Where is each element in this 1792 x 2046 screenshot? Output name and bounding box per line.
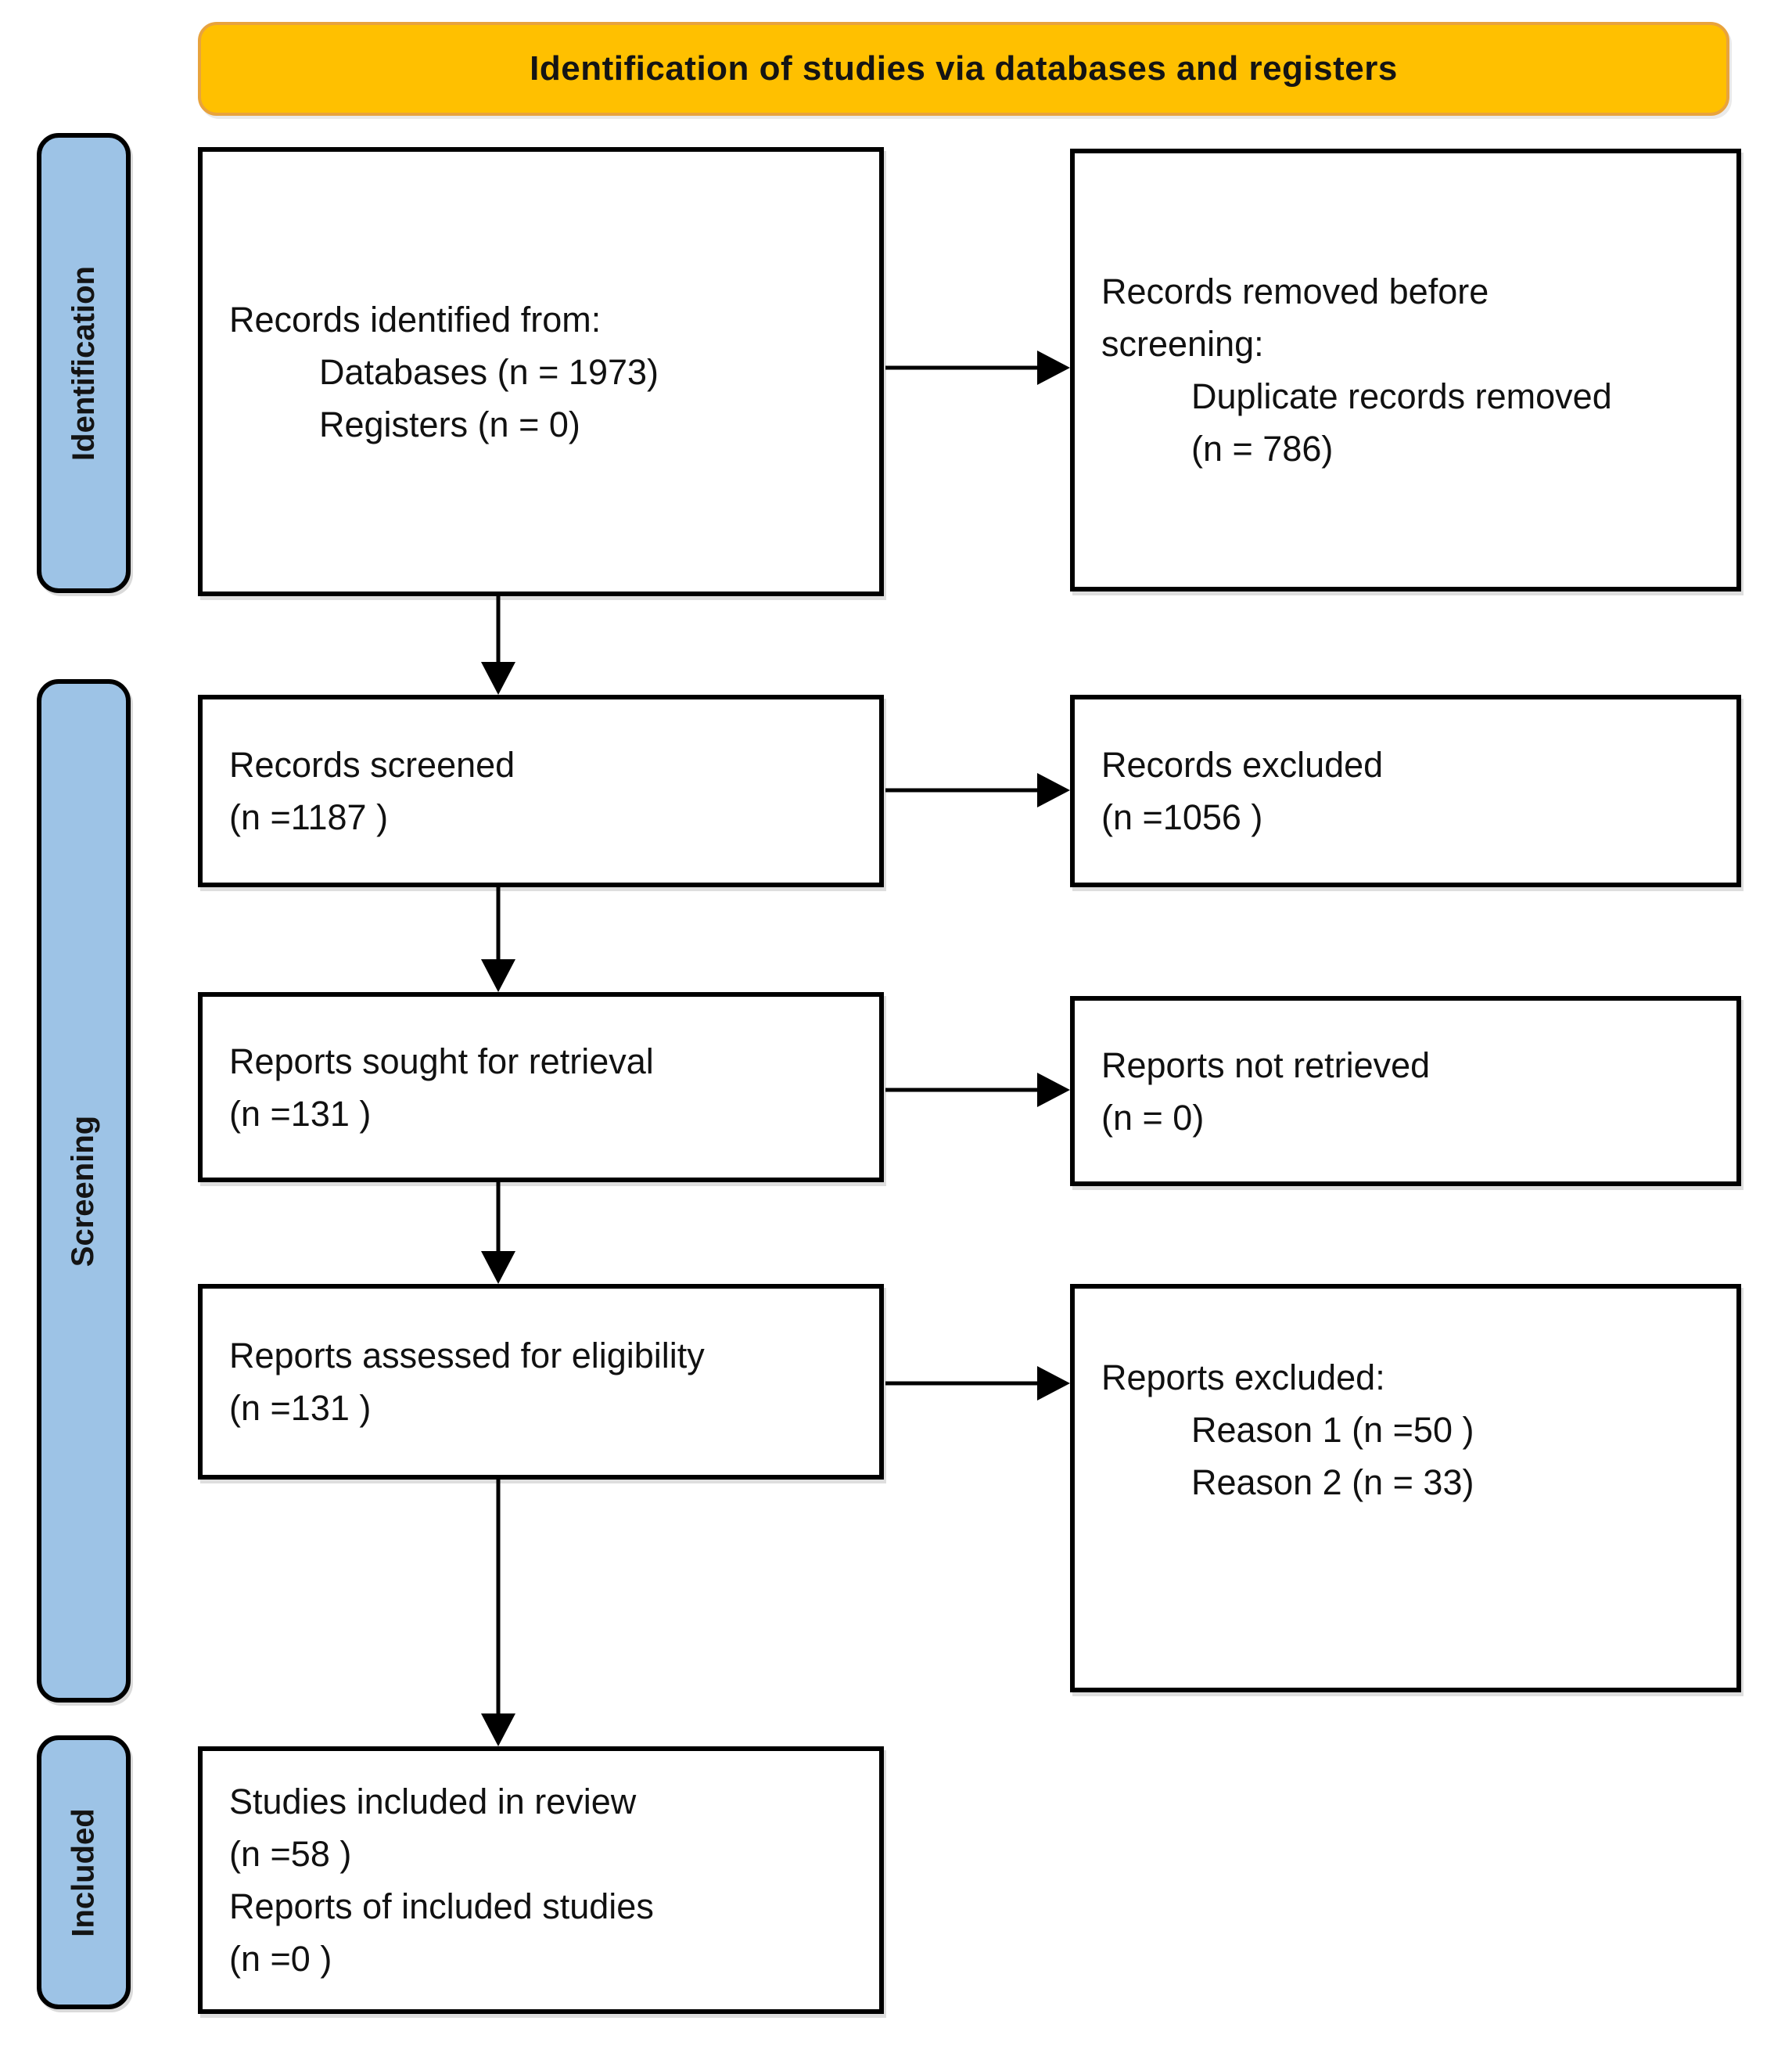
diagram-title: Identification of studies via databases … xyxy=(530,49,1398,88)
arrow-shaft xyxy=(496,1480,501,1718)
arrow-shaft xyxy=(885,1381,1042,1386)
records-removed-box: Records removed before screening: Duplic… xyxy=(1070,149,1741,592)
reports-assessed-box: Reports assessed for eligibility (n =131… xyxy=(198,1284,884,1480)
records-excluded-box: Records excluded (n =1056 ) xyxy=(1070,695,1741,887)
box-text-line: (n =131 ) xyxy=(229,1388,372,1428)
box-text-line: Registers (n = 0) xyxy=(319,404,580,444)
box-text-line: Studies included in review xyxy=(229,1782,637,1821)
reports-excluded-box: Reports excluded: Reason 1 (n =50 ) Reas… xyxy=(1070,1284,1741,1692)
arrow-right-identified-to-removed xyxy=(885,351,1070,385)
box-text-line: Reports excluded: xyxy=(1101,1357,1385,1397)
studies-included-box: Studies included in review (n =58 ) Repo… xyxy=(198,1746,884,2014)
box-text-line: (n =1056 ) xyxy=(1101,797,1263,837)
box-text-line: Reports sought for retrieval xyxy=(229,1041,654,1081)
box-text-line: Records removed before xyxy=(1101,271,1489,311)
box-text-line: (n =131 ) xyxy=(229,1093,372,1134)
box-text-line: Records excluded xyxy=(1101,745,1384,785)
arrow-head-icon xyxy=(1037,773,1070,807)
box-text-line: Reports of included studies xyxy=(229,1886,654,1926)
arrow-shaft xyxy=(885,365,1042,370)
box-text-line: screening: xyxy=(1101,324,1264,364)
records-identified-box: Records identified from: Databases (n = … xyxy=(198,147,884,596)
arrow-right-assessed-to-reports-excluded xyxy=(885,1366,1070,1401)
stage-included: Included xyxy=(37,1735,131,2009)
arrow-head-icon xyxy=(481,1251,515,1284)
box-text-line: Records screened xyxy=(229,745,515,785)
box-text-line: Databases (n = 1973) xyxy=(319,351,659,392)
arrow-down-identified-to-screened xyxy=(481,596,515,695)
arrow-shaft xyxy=(496,887,501,964)
diagram-header-banner: Identification of studies via databases … xyxy=(198,22,1729,116)
box-text-line: (n =0 ) xyxy=(229,1939,332,1979)
arrow-head-icon xyxy=(481,662,515,695)
arrow-down-sought-to-assessed xyxy=(481,1182,515,1284)
box-text-line: (n =1187 ) xyxy=(229,797,389,837)
reports-not-retrieved-box: Reports not retrieved (n = 0) xyxy=(1070,996,1741,1186)
box-text-line: (n = 0) xyxy=(1101,1097,1205,1138)
arrow-shaft xyxy=(496,1182,501,1256)
arrow-head-icon xyxy=(481,1713,515,1746)
arrow-shaft xyxy=(885,1088,1042,1092)
arrow-down-screened-to-sought xyxy=(481,887,515,992)
box-text-line: Reason 2 (n = 33) xyxy=(1191,1462,1474,1502)
arrow-head-icon xyxy=(1037,1073,1070,1107)
box-text-line: Reports assessed for eligibility xyxy=(229,1336,705,1375)
arrow-right-sought-to-not-retrieved xyxy=(885,1073,1070,1107)
box-text-line: Reports not retrieved xyxy=(1101,1045,1431,1085)
arrow-shaft xyxy=(885,788,1042,793)
stage-included-label: Included xyxy=(66,1807,101,1937)
arrow-head-icon xyxy=(1037,1366,1070,1401)
arrow-head-icon xyxy=(481,959,515,992)
stage-screening-label: Screening xyxy=(66,1115,101,1267)
arrow-head-icon xyxy=(1037,351,1070,385)
box-text-line: (n = 786) xyxy=(1191,429,1334,469)
arrow-down-assessed-to-included xyxy=(481,1480,515,1746)
stage-identification: Identification xyxy=(37,133,131,593)
reports-sought-box: Reports sought for retrieval (n =131 ) xyxy=(198,992,884,1182)
box-text-line: Duplicate records removed xyxy=(1191,376,1612,416)
box-text-line: Records identified from: xyxy=(229,299,602,340)
box-text-line: (n =58 ) xyxy=(229,1834,352,1874)
arrow-right-screened-to-excluded xyxy=(885,773,1070,807)
records-screened-box: Records screened (n =1187 ) xyxy=(198,695,884,887)
stage-identification-label: Identification xyxy=(66,265,101,461)
box-text-line: Reason 1 (n =50 ) xyxy=(1191,1410,1474,1450)
arrow-shaft xyxy=(496,596,501,667)
stage-screening: Screening xyxy=(37,679,131,1703)
